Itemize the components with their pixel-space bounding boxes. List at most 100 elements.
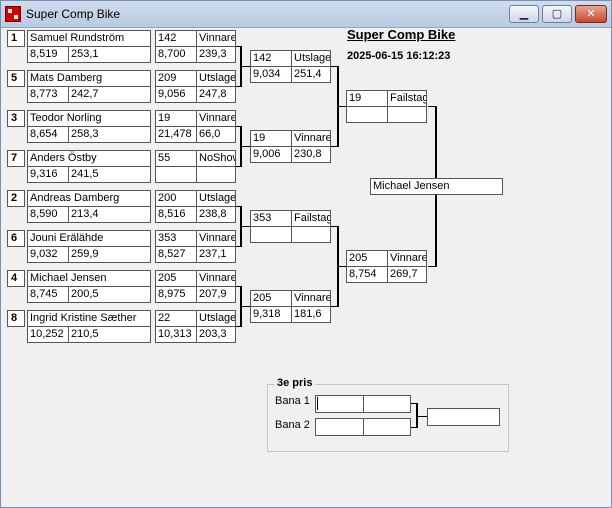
heat-1-speed[interactable]: 203,3 xyxy=(196,326,236,343)
quarter-bib[interactable]: 19 xyxy=(250,130,292,147)
rider-time[interactable]: 8,745 xyxy=(27,286,69,303)
semi-speed[interactable] xyxy=(387,106,427,123)
rider-time[interactable]: 8,773 xyxy=(27,86,69,103)
rider-time[interactable]: 8,590 xyxy=(27,206,69,223)
heat-1-speed[interactable]: 239,3 xyxy=(196,46,236,63)
third-lane-2-field[interactable] xyxy=(315,418,364,436)
heat-1-status[interactable]: Utslagen xyxy=(196,310,236,327)
rider-name[interactable]: Mats Damberg xyxy=(27,70,151,87)
seed-number: 2 xyxy=(7,190,25,207)
third-lane-2-status[interactable] xyxy=(363,418,411,436)
rider-name[interactable]: Anders Östby xyxy=(27,150,151,167)
semi-time[interactable]: 8,754 xyxy=(346,266,388,283)
heat-1-speed[interactable]: 238,8 xyxy=(196,206,236,223)
rider-time[interactable]: 8,654 xyxy=(27,126,69,143)
quarter-time[interactable]: 9,034 xyxy=(250,66,292,83)
third-lane-1-field[interactable] xyxy=(315,395,364,413)
text-cursor xyxy=(317,397,318,410)
rider-name[interactable]: Samuel Rundström xyxy=(27,30,151,47)
heat-1-time[interactable]: 8,527 xyxy=(155,246,197,263)
rider-time[interactable]: 9,316 xyxy=(27,166,69,183)
heat-1-bib[interactable]: 353 xyxy=(155,230,197,247)
connector-line xyxy=(331,66,338,67)
heat-1-time[interactable]: 8,975 xyxy=(155,286,197,303)
heat-1-speed[interactable]: 207,9 xyxy=(196,286,236,303)
maximize-icon: ▢ xyxy=(551,8,563,20)
lane-1-label: Bana 1 xyxy=(275,395,310,407)
rider-speed[interactable]: 242,7 xyxy=(68,86,151,103)
heat-1-time[interactable]: 9,056 xyxy=(155,86,197,103)
heat-1-status[interactable]: Utslagen xyxy=(196,70,236,87)
heat-1-bib[interactable]: 200 xyxy=(155,190,197,207)
rider-name[interactable]: Michael Jensen xyxy=(27,270,151,287)
semi-speed[interactable]: 269,7 xyxy=(387,266,427,283)
maximize-button[interactable]: ▢ xyxy=(542,5,572,23)
rider-speed[interactable]: 241,5 xyxy=(68,166,151,183)
semi-bib[interactable]: 19 xyxy=(346,90,388,107)
quarter-status[interactable]: Utslagen xyxy=(291,50,331,67)
quarter-speed[interactable]: 230,8 xyxy=(291,146,331,163)
heat-1-time[interactable]: 8,700 xyxy=(155,46,197,63)
heat-1-status[interactable]: Utslagen xyxy=(196,190,236,207)
heat-1-status[interactable]: Vinnare xyxy=(196,30,236,47)
heat-1-speed[interactable]: 237,1 xyxy=(196,246,236,263)
close-button[interactable]: ✕ xyxy=(575,5,607,23)
rider-time[interactable]: 9,032 xyxy=(27,246,69,263)
heat-1-bib[interactable]: 55 xyxy=(155,150,197,167)
rider-speed[interactable]: 259,9 xyxy=(68,246,151,263)
heat-1-bib[interactable]: 142 xyxy=(155,30,197,47)
rider-name[interactable]: Ingrid Kristine Sæther xyxy=(27,310,151,327)
heat-1-time[interactable]: 10,313 xyxy=(155,326,197,343)
heat-1-status[interactable]: Vinnare xyxy=(196,110,236,127)
close-icon: ✕ xyxy=(586,8,596,20)
rider-time[interactable]: 10,252 xyxy=(27,326,69,343)
heat-1-time[interactable] xyxy=(155,166,197,183)
rider-speed[interactable]: 213,4 xyxy=(68,206,151,223)
heat-1-speed[interactable]: 247,8 xyxy=(196,86,236,103)
quarter-bib[interactable]: 353 xyxy=(250,210,292,227)
rider-name[interactable]: Andreas Damberg xyxy=(27,190,151,207)
rider-speed[interactable]: 258,3 xyxy=(68,126,151,143)
seed-number: 5 xyxy=(7,70,25,87)
heat-1-speed[interactable] xyxy=(196,166,236,183)
quarter-status[interactable]: Vinnare xyxy=(291,130,331,147)
heat-1-bib[interactable]: 209 xyxy=(155,70,197,87)
quarter-time[interactable]: 9,318 xyxy=(250,306,292,323)
heat-1-speed[interactable]: 66,0 xyxy=(196,126,236,143)
semi-time[interactable] xyxy=(346,106,388,123)
minimize-button[interactable]: ▁ xyxy=(509,5,539,23)
quarter-bib[interactable]: 205 xyxy=(250,290,292,307)
heat-1-time[interactable]: 21,478 xyxy=(155,126,197,143)
winner-field[interactable]: Michael Jensen xyxy=(370,178,503,195)
quarter-status[interactable]: Vinnare xyxy=(291,290,331,307)
seed-number: 7 xyxy=(7,150,25,167)
semi-bib[interactable]: 205 xyxy=(346,250,388,267)
rider-name[interactable]: Teodor Norling xyxy=(27,110,151,127)
quarter-time[interactable]: 9,006 xyxy=(250,146,292,163)
title-bar[interactable]: Super Comp Bike ▁ ▢ ✕ xyxy=(1,1,611,28)
rider-name[interactable]: Jouni Erälähde xyxy=(27,230,151,247)
quarter-speed[interactable]: 181,6 xyxy=(291,306,331,323)
rider-speed[interactable]: 200,5 xyxy=(68,286,151,303)
heat-1-bib[interactable]: 19 xyxy=(155,110,197,127)
third-place-result[interactable] xyxy=(427,408,500,426)
quarter-status[interactable]: Failstage xyxy=(291,210,331,227)
quarter-speed[interactable]: 251,4 xyxy=(291,66,331,83)
third-lane-1-status[interactable] xyxy=(363,395,411,413)
quarter-speed[interactable] xyxy=(291,226,331,243)
heat-1-status[interactable]: Vinnare xyxy=(196,270,236,287)
rider-speed[interactable]: 253,1 xyxy=(68,46,151,63)
heat-1-bib[interactable]: 205 xyxy=(155,270,197,287)
rider-time[interactable]: 8,519 xyxy=(27,46,69,63)
heat-1-time[interactable]: 8,516 xyxy=(155,206,197,223)
semi-status[interactable]: Failstage xyxy=(387,90,427,107)
quarter-time[interactable] xyxy=(250,226,292,243)
connector-line xyxy=(236,46,241,47)
heat-1-status[interactable]: NoShow xyxy=(196,150,236,167)
heat-1-status[interactable]: Vinnare xyxy=(196,230,236,247)
rider-speed[interactable]: 210,5 xyxy=(68,326,151,343)
semi-status[interactable]: Vinnare xyxy=(387,250,427,267)
window-title: Super Comp Bike xyxy=(26,7,121,21)
quarter-bib[interactable]: 142 xyxy=(250,50,292,67)
heat-1-bib[interactable]: 22 xyxy=(155,310,197,327)
